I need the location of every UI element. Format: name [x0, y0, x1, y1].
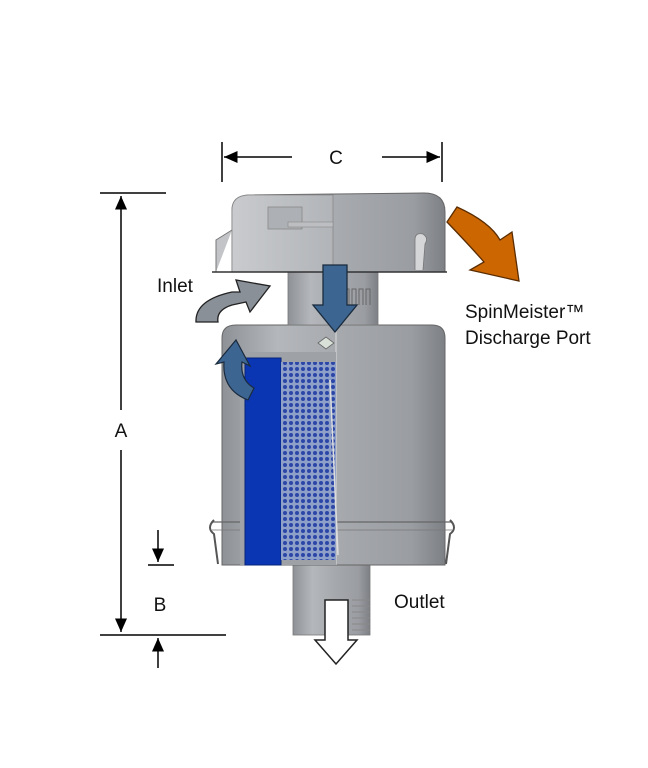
outlet-arrow: [313, 599, 359, 666]
filter-mesh: [281, 362, 336, 560]
dimension-a: A: [100, 192, 226, 636]
swirl-arrow: [214, 338, 255, 401]
dimension-c: C: [221, 142, 443, 182]
wing-nut: [317, 336, 335, 350]
dimension-a-label: A: [115, 421, 128, 442]
discharge-arrow: [446, 206, 520, 282]
top-cap: [212, 192, 447, 273]
discharge-port-label-line2: Discharge Port: [465, 328, 591, 349]
filter-body: [209, 324, 455, 566]
inlet-label: Inlet: [157, 276, 194, 297]
outlet-label: Outlet: [394, 592, 445, 613]
discharge-port-label-line1: SpinMeister™: [465, 302, 584, 323]
dimension-b: B: [148, 530, 174, 668]
flow-down-arrow: [311, 264, 359, 334]
dimension-b-label: B: [154, 595, 167, 616]
dimension-c-label: C: [329, 148, 343, 169]
inlet-arrow: [195, 279, 272, 323]
